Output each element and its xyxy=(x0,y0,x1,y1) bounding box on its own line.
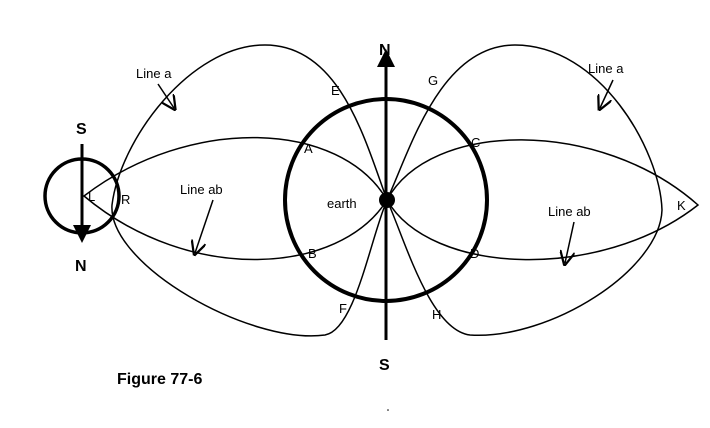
point-K: K xyxy=(677,198,686,213)
moon-axis-north-label: N xyxy=(75,258,87,275)
line-a-left-label: Line a xyxy=(136,66,172,81)
point-C: C xyxy=(471,135,480,150)
point-L: L xyxy=(88,189,95,204)
point-R: R xyxy=(121,192,130,207)
earth-label: earth xyxy=(327,196,357,211)
line-a-left-arrow xyxy=(157,83,174,108)
point-A: A xyxy=(304,141,313,156)
figure-caption: Figure 77-6 xyxy=(117,371,202,388)
line-a-right-label: Line a xyxy=(588,61,624,76)
point-B: B xyxy=(308,246,317,261)
point-G: G xyxy=(428,73,438,88)
stray-dot xyxy=(387,409,389,411)
earth-axis-north-label: N xyxy=(379,42,391,59)
point-F: F xyxy=(339,301,347,316)
line-ab-left-arrow xyxy=(195,199,214,253)
line-ab-right-arrow xyxy=(565,221,574,263)
line-a-right-arrow xyxy=(600,79,614,108)
line-ab-right-label: Line ab xyxy=(548,204,591,219)
point-D: D xyxy=(470,246,479,261)
line-ab-right-loop xyxy=(386,139,700,261)
line-ab-left-loop xyxy=(82,136,388,261)
point-E: E xyxy=(331,83,340,98)
moon-axis-south-label: S xyxy=(76,121,87,138)
line-a-left-loop xyxy=(111,44,388,337)
line-a-right-loop xyxy=(386,44,663,336)
earth-axis-south-label: S xyxy=(379,357,390,374)
point-H: H xyxy=(432,307,441,322)
line-ab-left-label: Line ab xyxy=(180,182,223,197)
